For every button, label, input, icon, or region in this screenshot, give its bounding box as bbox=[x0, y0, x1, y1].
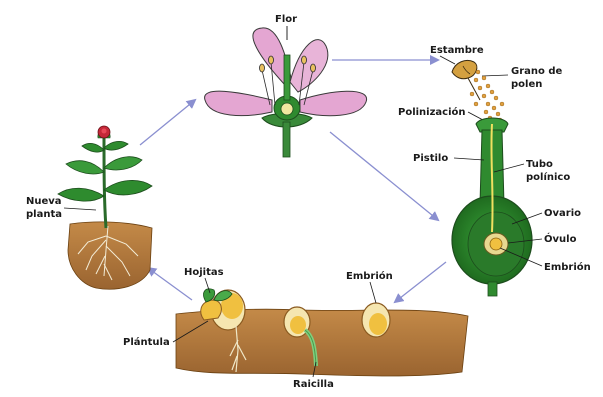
label-grano-de-polen-2: polen bbox=[511, 79, 542, 90]
label-hojitas: Hojitas bbox=[184, 267, 224, 278]
seed-embryo bbox=[362, 303, 390, 337]
label-raicilla: Raicilla bbox=[293, 379, 334, 390]
label-plantula: Plántula bbox=[123, 336, 170, 348]
label-estambre: Estambre bbox=[430, 45, 484, 56]
label-nueva-planta-1: Nueva bbox=[26, 196, 62, 207]
arrow-plant-to-flower bbox=[140, 100, 195, 145]
label-flor: Flor bbox=[275, 14, 297, 25]
flower-illustration bbox=[205, 26, 367, 157]
cycle-arrows bbox=[140, 60, 446, 302]
label-polinizacion: Polinización bbox=[398, 106, 466, 118]
pollen-grains bbox=[470, 70, 504, 126]
new-plant-illustration bbox=[58, 126, 152, 289]
label-tubo-polinico-1: Tubo bbox=[526, 159, 553, 170]
arrow-pistil-to-seed bbox=[395, 262, 446, 302]
arrow-flower-to-pistil bbox=[330, 132, 438, 220]
pistil-illustration bbox=[452, 118, 532, 296]
label-nueva-planta-2: planta bbox=[26, 209, 62, 220]
label-grano-de-polen-1: Grano de bbox=[511, 66, 563, 77]
label-ovulo: Óvulo bbox=[544, 232, 577, 245]
label-tubo-polinico-2: polínico bbox=[526, 171, 570, 183]
label-embrion-pistil: Embrión bbox=[544, 261, 591, 273]
label-embrion-seed: Embrión bbox=[346, 270, 393, 282]
label-pistilo: Pistilo bbox=[413, 153, 448, 164]
label-ovario: Ovario bbox=[544, 208, 581, 219]
